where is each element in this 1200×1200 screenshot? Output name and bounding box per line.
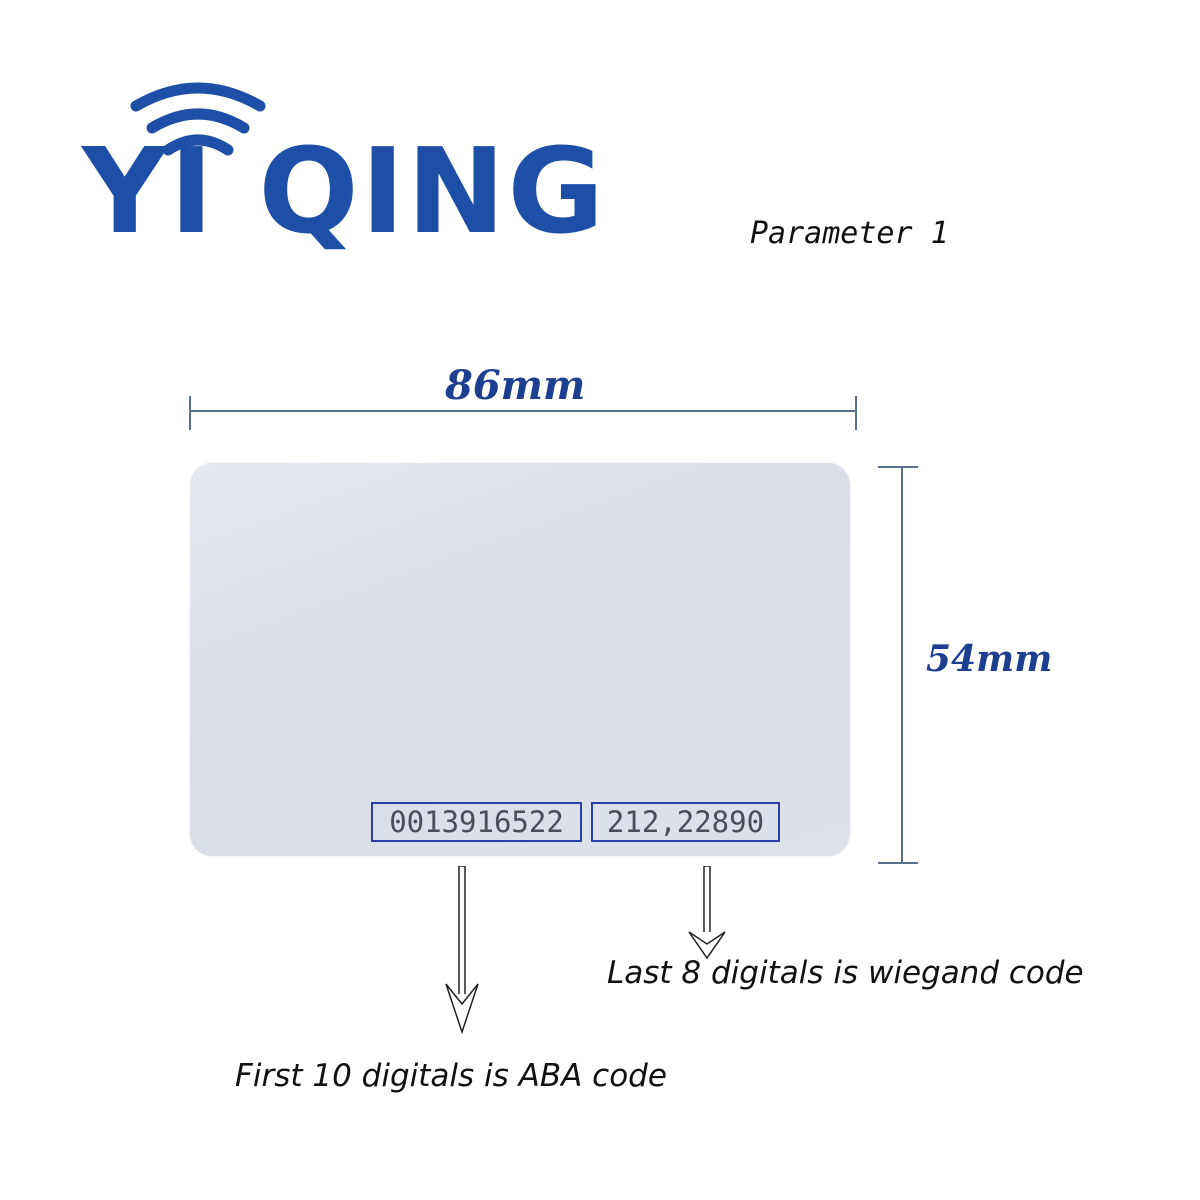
arrow-down-icon (688, 866, 726, 960)
parameter-label: Parameter 1 (750, 216, 949, 251)
wiegand-code-box: 212,22890 (591, 802, 780, 842)
height-dimension-tick-top (878, 466, 918, 468)
wiegand-caption: Last 8 digitals is wiegand code (607, 955, 1084, 991)
width-dimension-tick-left (189, 396, 191, 430)
wifi-signal-icon (130, 82, 266, 156)
height-dimension-tick-bottom (878, 862, 918, 864)
height-dimension-line (901, 467, 903, 863)
arrow-down-icon (445, 866, 479, 1035)
aba-caption: First 10 digitals is ABA code (235, 1058, 667, 1094)
width-dimension-label: 86mm (445, 362, 586, 409)
width-dimension-line (190, 410, 857, 412)
height-dimension-label: 54mm (926, 638, 1053, 680)
brand-logo-text: YI QING (82, 122, 607, 260)
aba-code-box: 0013916522 (371, 802, 582, 842)
rfid-card (190, 463, 850, 856)
width-dimension-tick-right (855, 396, 857, 430)
